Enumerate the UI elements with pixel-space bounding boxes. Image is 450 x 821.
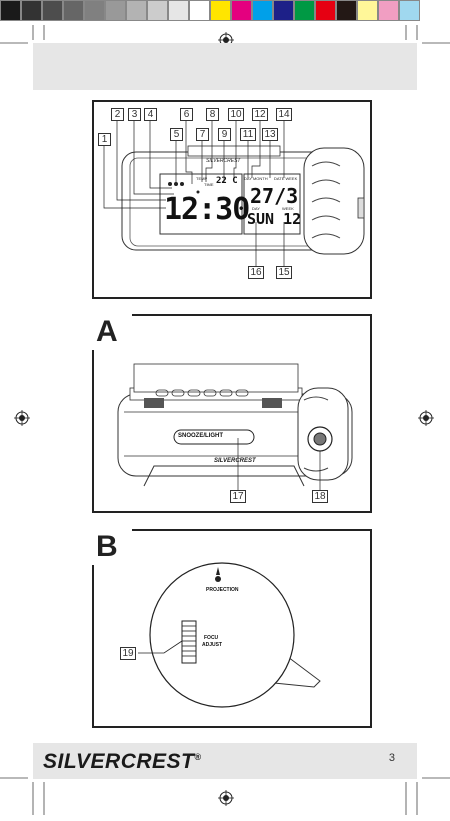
focus-label-line1: FOCU — [204, 635, 219, 641]
callout-5: 5 — [170, 128, 183, 141]
focus-label-line2: ADJUST — [202, 642, 223, 648]
callout-18: 18 — [312, 490, 328, 503]
figure-b-letter: B — [96, 530, 118, 563]
color-swatch — [84, 0, 105, 21]
figure-main-panel: 12:30 27/3 SUN 12 22 C DAY MONTH DATE WE… — [92, 100, 372, 299]
callout-9: 9 — [218, 128, 231, 141]
callout-2: 2 — [111, 108, 124, 121]
footer-brand-logo: SILVERCREST® — [43, 750, 202, 774]
registration-mark-bottom — [218, 790, 234, 806]
clock-back-drawing — [117, 363, 353, 490]
color-swatch — [210, 0, 231, 21]
footer-band — [33, 743, 417, 779]
snooze-light-button-label: SNOOZE/LIGHT — [178, 433, 223, 439]
lcd-label-day-month: DAY MONTH — [244, 176, 268, 181]
lcd-label-time: TIME — [204, 182, 214, 187]
callout-10: 10 — [228, 108, 244, 121]
lcd-label-week: WEEK — [282, 206, 294, 211]
registration-mark-left — [14, 410, 30, 426]
color-swatch — [126, 0, 147, 21]
lcd-temperature: 22 C — [216, 176, 238, 186]
registration-mark-right — [418, 410, 434, 426]
callout-12: 12 — [252, 108, 268, 121]
callout-14: 14 — [276, 108, 292, 121]
color-swatch — [294, 0, 315, 21]
color-swatch — [147, 0, 168, 21]
device-brand-front: SILVERCREST — [206, 158, 241, 164]
color-swatch — [0, 0, 21, 21]
color-swatch — [399, 0, 420, 21]
callout-6: 6 — [180, 108, 193, 121]
projection-label: PROJECTION — [206, 587, 239, 593]
footer-brand-mark: ® — [194, 752, 202, 762]
lcd-day: SUN 12 — [247, 210, 302, 228]
lcd-label-day: DAY — [252, 206, 260, 211]
figure-b-letter-box: B — [92, 529, 132, 565]
color-swatch — [105, 0, 126, 21]
color-swatch — [315, 0, 336, 21]
color-swatch — [42, 0, 63, 21]
figure-a-letter: A — [96, 315, 118, 348]
callout-19: 19 — [120, 647, 136, 660]
callout-1: 1 — [98, 133, 111, 146]
callout-11: 11 — [240, 128, 256, 141]
footer-brand-text: SILVERCREST — [43, 750, 195, 773]
color-swatch — [21, 0, 42, 21]
color-swatch — [189, 0, 210, 21]
page-number: 3 — [388, 752, 395, 764]
lcd-time: 12:30 — [164, 192, 250, 227]
callout-16: 16 — [248, 266, 264, 279]
callout-3: 3 — [128, 108, 141, 121]
figure-a-letter-box: A — [92, 314, 132, 350]
color-swatch — [378, 0, 399, 21]
device-brand-back: SILVERCREST — [214, 458, 256, 464]
callout-15: 15 — [276, 266, 292, 279]
color-calibration-bar — [0, 0, 420, 21]
color-swatch — [273, 0, 294, 21]
lcd-date: 27/3 — [250, 184, 299, 208]
color-swatch — [336, 0, 357, 21]
lcd-label-date-week: DATE WEEK — [274, 176, 298, 181]
figure-b-panel: PROJECTION FOCU ADJUST 19 — [92, 529, 372, 728]
color-swatch — [168, 0, 189, 21]
lcd-label-temp: TEMP — [196, 176, 208, 181]
clock-front-drawing — [103, 120, 365, 266]
callout-8: 8 — [206, 108, 219, 121]
color-swatch — [357, 0, 378, 21]
callout-7: 7 — [196, 128, 209, 141]
callout-4: 4 — [144, 108, 157, 121]
color-swatch — [63, 0, 84, 21]
color-swatch — [231, 0, 252, 21]
header-band — [33, 43, 417, 90]
color-swatch — [252, 0, 273, 21]
figure-a-panel: SNOOZE/LIGHT SILVERCREST 17 18 — [92, 314, 372, 513]
clock-side-drawing — [138, 562, 321, 708]
callout-13: 13 — [262, 128, 278, 141]
callout-17: 17 — [230, 490, 246, 503]
